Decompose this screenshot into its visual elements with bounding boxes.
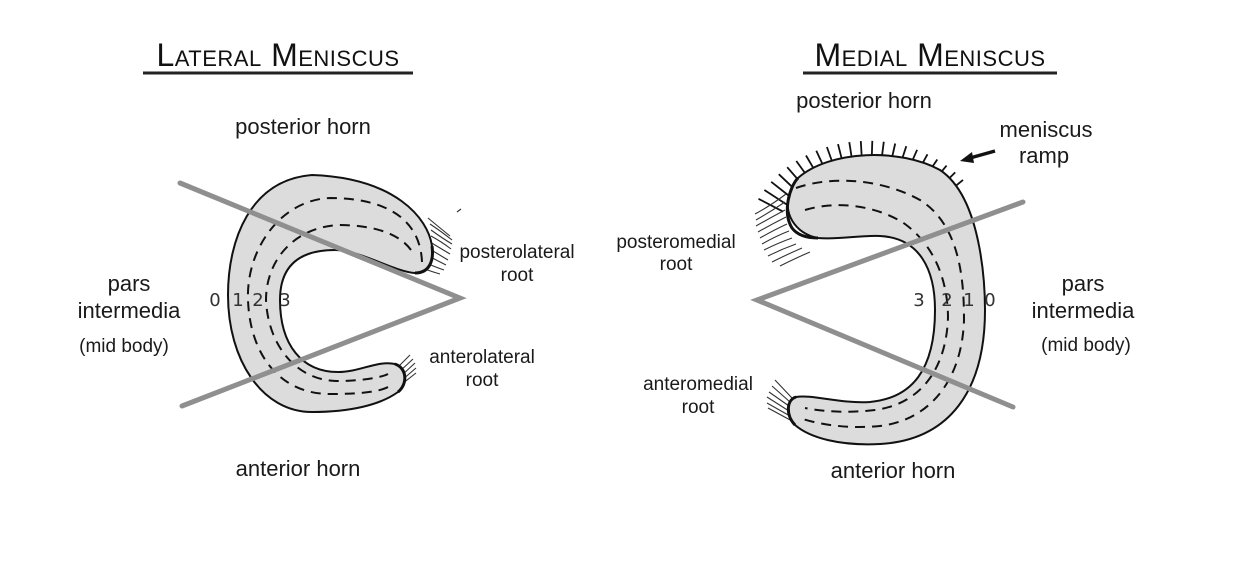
posterolateral-root-label-1: posterolateral xyxy=(459,242,574,263)
anteromedial-root-fibers xyxy=(766,379,793,422)
medial-posterior-horn-label: posterior horn xyxy=(796,88,932,113)
lateral-pars-label-1: pars xyxy=(108,271,151,296)
medial-pars-label-1: pars xyxy=(1062,271,1105,296)
lateral-zone-3: 3 xyxy=(279,290,290,311)
anterolateral-root-label-2: root xyxy=(466,370,499,391)
posteromedial-root-label-2: root xyxy=(660,254,693,275)
anterolateral-root-label-1: anterolateral xyxy=(429,347,535,368)
lateral-zone-2: 2 xyxy=(252,290,263,311)
medial-mid-body-label: (mid body) xyxy=(1041,335,1131,356)
lateral-zone-0: 0 xyxy=(209,290,220,311)
meniscus-ramp-label-2: ramp xyxy=(1019,143,1069,168)
lateral-pars-label-2: intermedia xyxy=(78,298,181,323)
lateral-zone-line-inner xyxy=(264,223,412,383)
lateral-meniscus-panel: Lateral Meniscus posterior horn anterior… xyxy=(78,37,575,481)
posteromedial-root-fibers xyxy=(754,193,811,267)
medial-plane-lines xyxy=(750,199,1026,410)
medial-anterior-horn-label: anterior horn xyxy=(831,458,956,483)
lateral-zone-1: 1 xyxy=(232,290,243,311)
medial-zone-line-inner xyxy=(804,204,950,413)
anteromedial-root-label-1: anteromedial xyxy=(643,374,753,395)
medial-pars-label-2: intermedia xyxy=(1032,298,1135,323)
medial-zone-line-outer xyxy=(795,179,966,428)
lateral-plane-lines xyxy=(177,180,467,409)
medial-zone-3: 3 xyxy=(913,290,924,311)
ramp-arrow-icon xyxy=(960,149,996,163)
medial-title: Medial Meniscus xyxy=(814,37,1045,73)
anteromedial-root-label-2: root xyxy=(682,397,715,418)
lateral-anterior-horn-label: anterior horn xyxy=(236,456,361,481)
lateral-posterior-horn-label: posterior horn xyxy=(235,114,371,139)
medial-meniscus-body xyxy=(786,154,987,446)
medial-zone-0: 0 xyxy=(984,290,995,311)
medial-meniscus-panel: Medial Meniscus posterior horn anterior … xyxy=(616,37,1135,483)
lateral-zone-line-outer xyxy=(246,196,423,396)
medial-zone-1: 1 xyxy=(963,290,974,311)
lateral-title: Lateral Meniscus xyxy=(156,37,399,73)
lateral-mid-body-label: (mid body) xyxy=(79,336,169,357)
posteromedial-root-label-1: posteromedial xyxy=(616,232,735,253)
posterolateral-root-label-2: root xyxy=(501,265,534,286)
medial-zone-2: 2 xyxy=(941,290,952,311)
meniscus-ramp-label-1: meniscus xyxy=(1000,117,1093,142)
